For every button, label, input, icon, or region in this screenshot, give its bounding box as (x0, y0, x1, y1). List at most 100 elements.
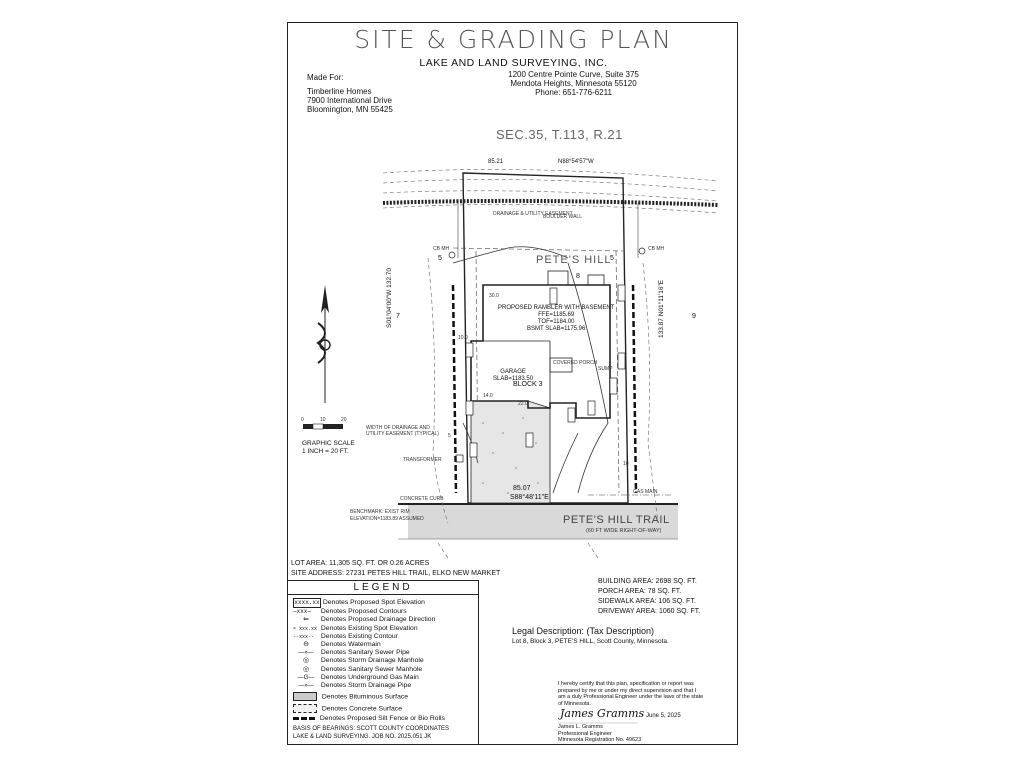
north-bearing: N88°54'57"W (558, 159, 594, 165)
legend-item: --xxx-- Denotes Existing Contour (293, 632, 398, 640)
dim-14: 14.0 (483, 393, 493, 399)
engineer-registration: Minnesota Registration No. 49623 (558, 737, 642, 743)
benchmark-label: BENCHMARK: EXIST RIM (350, 509, 410, 515)
cert-line-4: of Minnesota. (558, 700, 592, 707)
engineer-name: James L. Gramms (558, 724, 603, 730)
lot-boundary (462, 172, 629, 504)
concrete-curb-label: CONCRETE CURB (400, 496, 444, 502)
east-bearing: 133.87 N01°11'16"E (658, 279, 665, 338)
north-arrow (316, 285, 331, 403)
legend-item: ◎ Denotes Storm Drainage Manhole (303, 657, 424, 665)
rear-stoop (547, 270, 569, 286)
transformer-symbol (455, 454, 464, 463)
building-area: BUILDING AREA: 2698 SQ. FT. (598, 578, 697, 585)
garage-slab: SLAB=1183.50 (493, 376, 534, 382)
house-bsmt: BSMT SLAB=1175.96 (527, 326, 586, 332)
gas-main-label: GAS MAIN (633, 489, 658, 495)
silt-fence-east (631, 284, 638, 494)
dim-22: 22.0 (518, 401, 528, 407)
row-width: (60 FT WIDE RIGHT-OF-WAY) (586, 528, 662, 534)
cert-date: June 5, 2025 (646, 713, 681, 719)
dim-10: 10.0 (458, 335, 468, 341)
cert-line-3: am a duly Professional Engineer under th… (558, 694, 704, 700)
legal-text: Lot 8, Block 3, PETE'S HILL, Scott Count… (512, 638, 669, 645)
cb-mh-east-label: CB MH (648, 246, 665, 252)
legend-item: Denotes Concrete Surface (293, 703, 478, 714)
elevation-label: ELEVATION=1183.89 ASSUMED (350, 516, 424, 522)
legend-title: LEGEND (288, 582, 478, 595)
garage-title: GARAGE (500, 369, 526, 375)
legend-item: —»— Denotes Storm Drainage Pipe (298, 682, 412, 690)
client-address-1: 7900 International Drive (307, 96, 392, 105)
legend-item: —»— Denotes Sanitary Sewer Pipe (298, 649, 410, 657)
lot-west: 7 (396, 313, 400, 320)
legend-item: —xxx— Denotes Proposed Contours (293, 608, 407, 616)
street-name: PETE'S HILL TRAIL (563, 514, 670, 526)
engineer-signature: James Gramms (560, 707, 645, 720)
legend-item: xxxx.xx Denotes Proposed Spot Elevation (293, 598, 478, 609)
house-label: PROPOSED RAMBLER WITH BASEMENT FFE=1185.… (498, 305, 614, 333)
concrete-swatch (293, 703, 317, 713)
covered-porch-label: COVERED PORCH (553, 360, 598, 366)
silt-fence-west (451, 284, 458, 494)
sidewalk-area: SIDEWALK AREA: 106 SQ. FT. (598, 598, 696, 605)
transformer-label: TRANSFORMER (403, 457, 442, 463)
legend-item: ⊖ Denotes Watermain (303, 641, 381, 649)
legend-box: LEGEND xxxx.xx Denotes Proposed Spot Ele… (288, 580, 479, 745)
lot-top-right: 5 (610, 255, 614, 262)
firm-phone: Phone: 651-776-6211 (535, 88, 612, 97)
scale-tick-0: 0 (301, 417, 304, 423)
legend-item: Denotes Bituminous Surface (293, 692, 478, 702)
cert-line-1: I hereby certify that this plan, specifi… (558, 681, 694, 687)
scale-label: GRAPHIC SCALE (302, 440, 355, 447)
basis-of-bearings: BASIS OF BEARINGS: SCOTT COUNTY COORDINA… (288, 723, 478, 741)
legend-item: —G— Denotes Underground Gas Main (297, 673, 419, 681)
legend-item: ◎ Denotes Sanitary Sewer Manhole (303, 665, 423, 673)
block-label: BLOCK 3 (513, 381, 543, 388)
house-ffe: FFE=1185.69 (538, 312, 575, 318)
dim-10b: 10 (623, 461, 629, 467)
lot-east: 9 (692, 313, 696, 320)
lot-top-left: 5 (438, 255, 442, 262)
firm-name: LAKE AND LAND SURVEYING, INC. (419, 57, 608, 69)
cb-manhole-east (638, 247, 646, 255)
scale-tick-10: 10 (320, 417, 326, 423)
certification-text: I hereby certify that this plan, specifi… (558, 681, 703, 707)
area-summary: BUILDING AREA: 2698 SQ. FT. PORCH AREA: … (598, 577, 700, 617)
basis-line-2: LAKE & LAND SURVEYING. JOB NO. 2025.051 … (293, 733, 432, 740)
cb-manhole-west (448, 251, 456, 259)
page-title: SITE & GRADING PLAN (354, 25, 673, 54)
south-bearing: S88°48'11"E (510, 494, 549, 501)
west-bearing: S01°04'00"W 132.70 (386, 267, 393, 328)
driveway (470, 400, 551, 504)
house-tof: TOF=1184.00 (537, 319, 575, 325)
dim-5: 5 (448, 433, 451, 439)
street-bituminous-surface (408, 504, 678, 539)
subdivision-label: PETE'S HILL (536, 254, 612, 266)
boulder-wall (382, 198, 719, 207)
site-address: SITE ADDRESS: 27231 PETES HILL TRAIL, EL… (291, 570, 501, 577)
porch-area: PORCH AREA: 78 SQ. FT. (598, 588, 682, 595)
legal-heading: Legal Description: (Tax Description) (512, 626, 655, 636)
easement-line-north (452, 247, 624, 252)
covered-porch (549, 357, 573, 373)
client-name: Timberline Homes (307, 87, 372, 96)
drainage-easement-label: DRAINAGE & UTILITY EASEMENT (493, 211, 573, 217)
legend-list: xxxx.xx Denotes Proposed Spot Elevation … (288, 595, 478, 723)
scale-ratio: 1 INCH = 20 FT. (302, 448, 349, 455)
legend-item: Denotes Proposed Silt Fence or Bio Rolls (293, 715, 478, 723)
basis-line-1: BASIS OF BEARINGS: SCOTT COUNTY COORDINA… (293, 726, 450, 733)
existing-contours (382, 169, 719, 559)
firm-address-2: Mendota Heights, Minnesota 55120 (510, 79, 637, 88)
sump-label: SUMP (598, 366, 613, 372)
rear-deck (587, 274, 605, 286)
site-plan-drawing (303, 169, 719, 724)
engineer-info: James L. Gramms Professional Engineer Mi… (558, 724, 641, 744)
scale-tick-20: 20 (341, 417, 347, 423)
engineer-title: Professional Engineer (558, 730, 612, 737)
dim-30: 30.0 (489, 293, 499, 299)
lot-top: 8 (576, 273, 580, 280)
legend-item: ⇐ Denotes Proposed Drainage Direction (303, 616, 436, 624)
plan-sheet: SITE & GRADING PLAN LAKE AND LAND SURVEY… (287, 22, 738, 745)
lot-area: LOT AREA: 11,305 SQ. FT. OR 0.26 ACRES (291, 560, 430, 567)
